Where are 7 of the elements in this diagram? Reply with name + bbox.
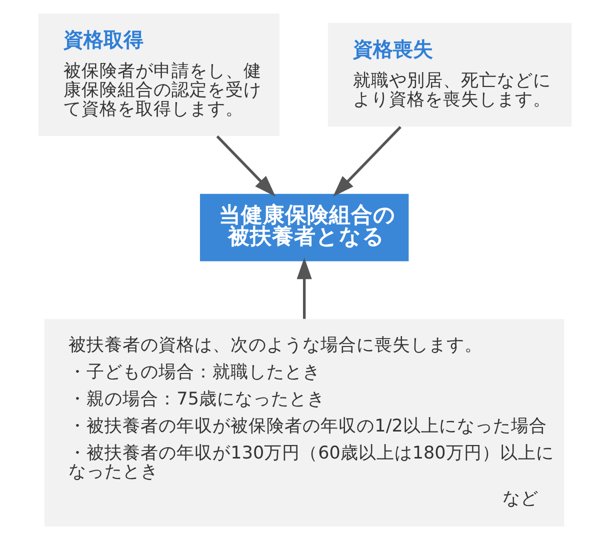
arrow [332, 126, 402, 197]
node-box: 資格喪失 就職や別居、死亡などにより資格を喪失します。 [328, 22, 572, 127]
arrow [296, 258, 312, 319]
node-box: 被扶養者の資格は、次のような場合に喪失します。 ・子どもの場合：就職したとき ・親の場合：75歳になったとき ・被扶養者の年収が被保険者の年収の1/2以上になった場合 ・被扶養者の年収が130万円（60歳以上は180万円）以上になったとき など [44, 319, 564, 527]
node-box: 資格取得 被保険者が申請をし、健康保険組合の認定を受けて資格を取得します。 [38, 13, 280, 136]
node-box: 当健康保険組合の被扶養者となる [200, 194, 409, 262]
arrow [216, 135, 276, 197]
